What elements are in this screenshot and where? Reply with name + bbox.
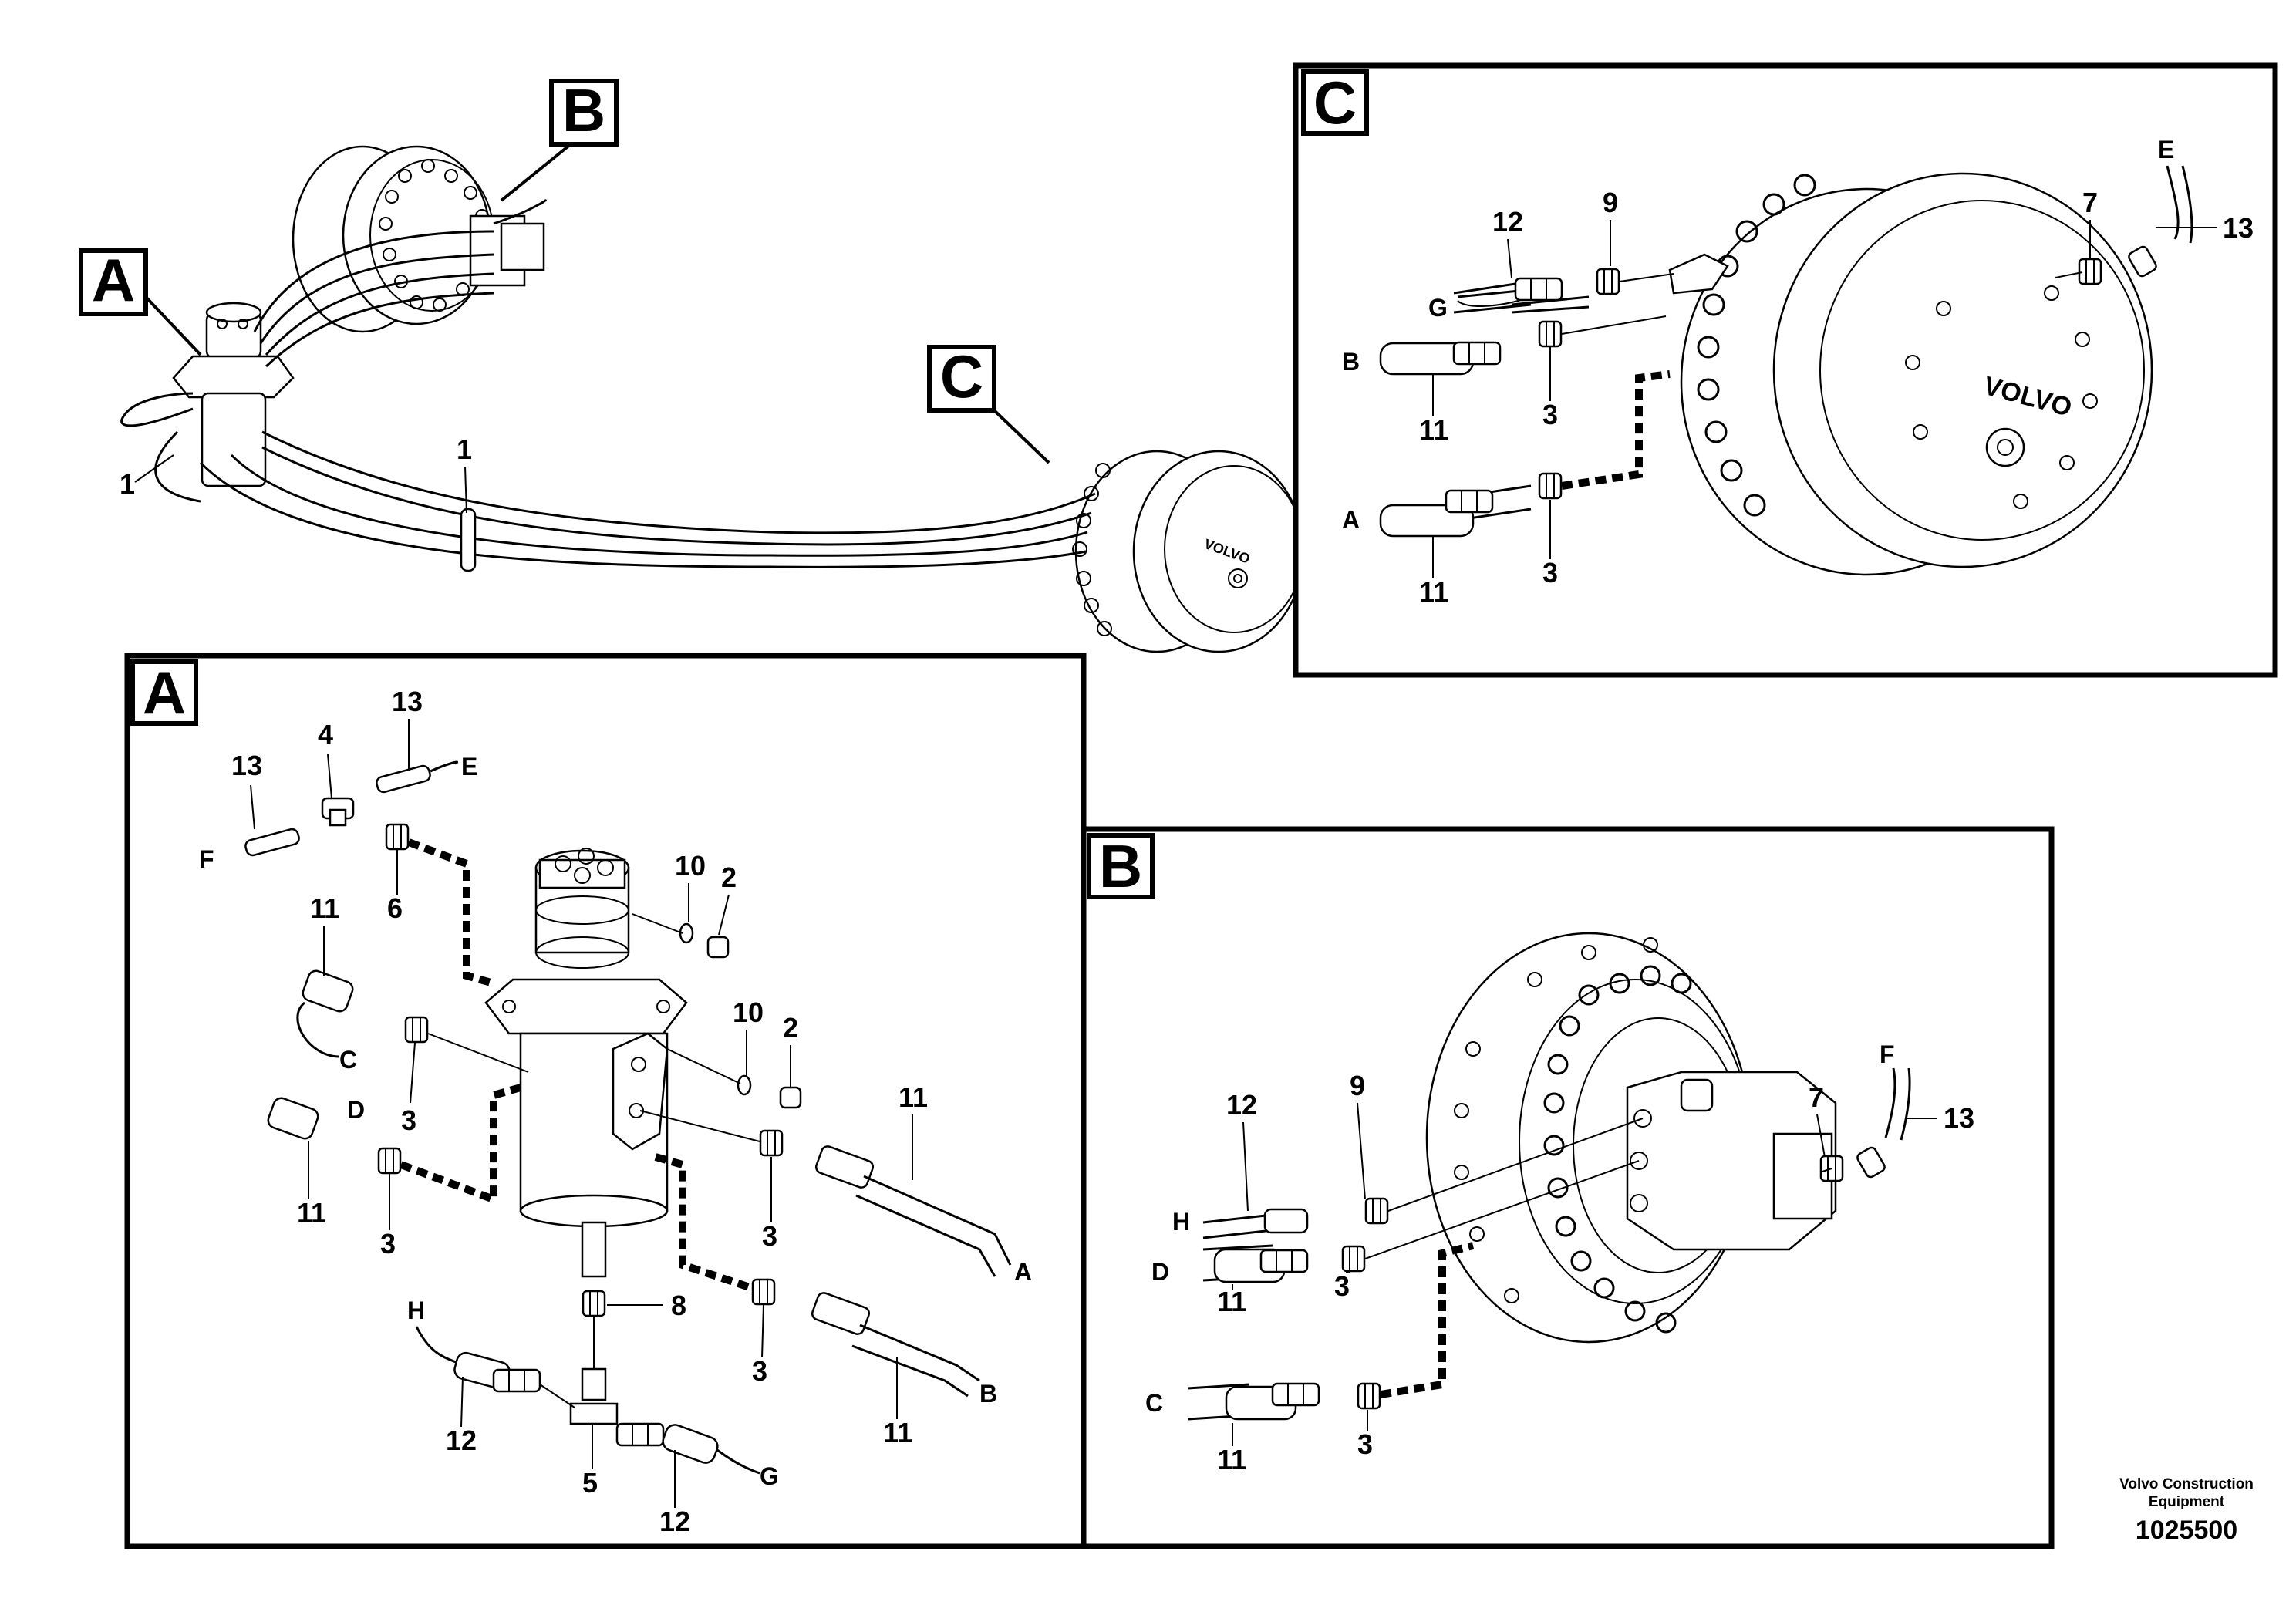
panel-a-callout-11-b: 11 <box>883 1417 912 1448</box>
swivel-joint-drawing <box>172 302 295 487</box>
panel-c-letter-e: E <box>2158 136 2174 164</box>
panel-c-hose-g <box>1457 268 1674 302</box>
panel-a-callout-8: 8 <box>671 1290 686 1321</box>
panel-c-hose-b <box>1379 315 1667 376</box>
panel-a-callout-13-left: 13 <box>231 750 262 781</box>
overview-tag-a: A <box>79 246 202 356</box>
panel-a-callout-13-top: 13 <box>392 686 423 717</box>
panel-b-callout-12: 12 <box>1226 1089 1257 1121</box>
svg-text:C: C <box>940 342 983 410</box>
panel-a-letter-e: E <box>461 753 477 781</box>
panel-c-callout-3-lower: 3 <box>1542 557 1558 588</box>
panel-c-callout-3-upper: 3 <box>1542 399 1558 430</box>
panel-b-callout-13: 13 <box>1944 1102 1974 1134</box>
panel-b: B <box>1081 826 2055 1549</box>
panel-a-callout-12-h: 12 <box>446 1425 477 1456</box>
overview-hoses <box>120 199 1096 568</box>
panel-a-hose-b <box>654 1153 980 1398</box>
panel-c-tag: C <box>1313 69 1357 137</box>
overview-tag-b: B <box>500 76 619 202</box>
panel-c-callout-13: 13 <box>2223 212 2254 244</box>
panel-a-callout-3-d: 3 <box>380 1228 396 1259</box>
svg-text:A: A <box>92 246 135 314</box>
panel-b-hoses <box>1187 1067 1911 1421</box>
callout-1-clamp: 1 <box>457 433 472 465</box>
figure-number: 1025500 <box>2136 1516 2237 1545</box>
panel-c-callout-12: 12 <box>1492 206 1523 238</box>
panel-b-callout-11-lower: 11 <box>1217 1444 1246 1475</box>
panel-c-letter-b: B <box>1342 348 1360 376</box>
panel-a-callout-6: 6 <box>387 892 403 924</box>
callout-1-left: 1 <box>120 468 135 500</box>
travel-motor-b-drawing <box>292 145 545 333</box>
travel-motor-c-detail: VOLVO <box>1668 172 2153 576</box>
company-name-line2: Equipment <box>2149 1494 2225 1510</box>
panel-a: A <box>124 653 1087 1549</box>
travel-motor-c-drawing: VOLVO <box>1072 450 1305 653</box>
panel-a-callout-10-mid: 10 <box>733 996 764 1028</box>
panel-c-callout-11-upper: 11 <box>1419 414 1448 446</box>
panel-b-tag: B <box>1099 832 1142 900</box>
panel-a-callout-5: 5 <box>582 1467 598 1499</box>
panel-a-callout-10-top: 10 <box>675 850 706 882</box>
panel-c-hose-e <box>2055 245 2157 285</box>
svg-text:B: B <box>562 76 605 144</box>
panel-c-letter-a: A <box>1342 506 1360 534</box>
overview-diagram: VOLVO A B C <box>79 76 1305 653</box>
footer: Volvo Construction Equipment 1025500 <box>2119 1476 2254 1545</box>
panel-a-callout-12-g: 12 <box>659 1506 690 1537</box>
panel-a-letter-c: C <box>339 1046 357 1074</box>
panel-a-callout-11-a: 11 <box>899 1081 928 1113</box>
panel-a-callout-11-c: 11 <box>310 892 339 924</box>
panel-a-callout-4: 4 <box>318 719 333 750</box>
panel-b-callout-3-upper: 3 <box>1334 1270 1350 1302</box>
panel-a-letter-d: D <box>347 1096 365 1124</box>
panel-b-callout-7: 7 <box>1809 1081 1824 1113</box>
panel-a-hose-a <box>639 1110 1012 1277</box>
panel-b-letter-d: D <box>1151 1258 1169 1286</box>
panel-b-callout-9: 9 <box>1350 1070 1365 1101</box>
panel-c: C VOLVO <box>1293 62 2278 678</box>
panel-c-callout-7: 7 <box>2082 187 2098 218</box>
panel-a-letter-b: B <box>979 1380 997 1408</box>
panel-a-hose-h-g <box>415 1290 760 1475</box>
panel-b-letter-h: H <box>1172 1208 1190 1236</box>
panel-a-letter-h: H <box>407 1297 425 1324</box>
panel-c-hose-a <box>1379 370 1671 538</box>
panel-a-callout-3-c: 3 <box>401 1104 416 1136</box>
panel-a-callout-2-top: 2 <box>721 862 737 893</box>
panel-a-hose-d <box>267 1084 522 1206</box>
panel-a-letter-f: F <box>199 845 214 873</box>
panel-a-letter-a: A <box>1014 1258 1032 1286</box>
panel-a-callout-3-b: 3 <box>752 1355 767 1387</box>
panel-a-hose-c <box>296 969 529 1073</box>
panel-c-letter-g: G <box>1428 294 1448 322</box>
panel-b-callout-11-upper: 11 <box>1217 1286 1246 1317</box>
panel-a-callout-3-a: 3 <box>762 1220 777 1252</box>
panel-c-callout-11-lower: 11 <box>1419 576 1448 608</box>
panel-a-hose-e-f <box>244 760 495 987</box>
panel-b-callout-3-lower: 3 <box>1357 1428 1373 1460</box>
panel-c-callout-9: 9 <box>1603 187 1618 218</box>
panel-a-tag: A <box>143 659 186 727</box>
swivel-joint-detail <box>484 848 688 1278</box>
panel-b-letter-f: F <box>1880 1040 1895 1068</box>
panel-a-letter-g: G <box>760 1462 779 1490</box>
company-name-line1: Volvo Construction <box>2119 1476 2254 1492</box>
overview-tag-c: C <box>927 342 1050 464</box>
panel-a-callout-2-mid: 2 <box>783 1012 798 1044</box>
panel-a-callout-11-d: 11 <box>297 1197 326 1229</box>
panel-a-plugs <box>632 913 802 1109</box>
panel-b-letter-c: C <box>1145 1389 1163 1417</box>
